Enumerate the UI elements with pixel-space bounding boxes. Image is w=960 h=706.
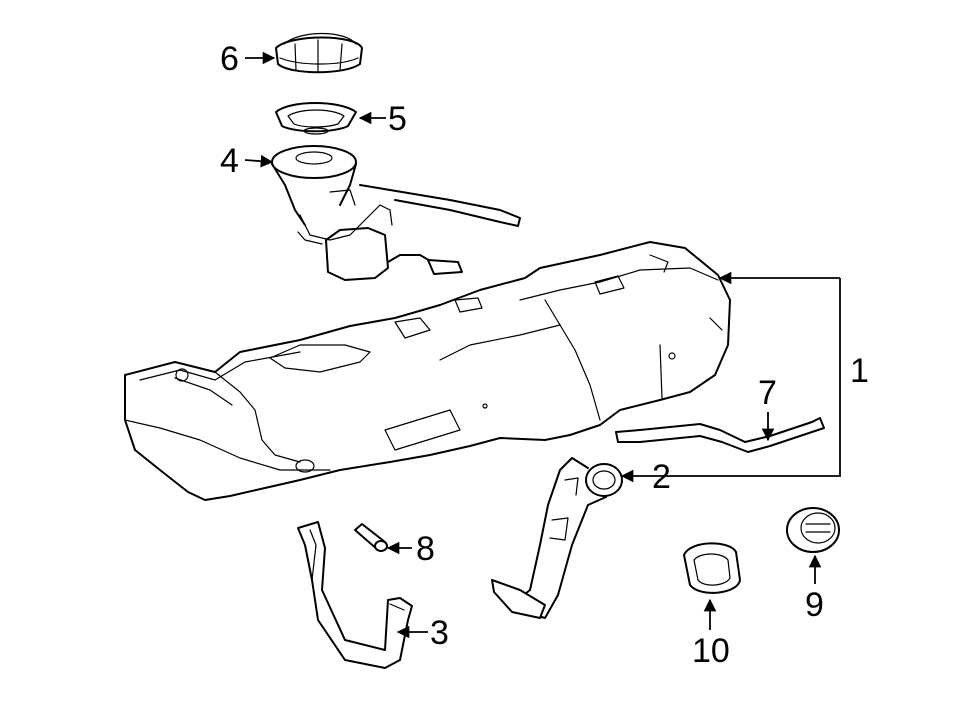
callout-labels: 1 2 3 4 5 6 7 8 9 10: [220, 40, 869, 670]
callout-4: 4: [220, 142, 239, 180]
callout-1: 1: [850, 352, 869, 390]
lock-ring: [275, 32, 363, 74]
filler-grommet: [683, 542, 741, 594]
fuel-tank: [124, 241, 731, 501]
callout-5: 5: [388, 100, 407, 138]
hose-connector: [354, 523, 388, 552]
callout-2: 2: [652, 458, 671, 496]
fuel-pump-module: [271, 145, 521, 281]
callout-6: 6: [220, 40, 239, 78]
callout-3: 3: [430, 614, 449, 652]
callout-8: 8: [416, 530, 435, 568]
fuel-cap: [786, 507, 840, 553]
tank-strap: [297, 521, 413, 669]
callout-9: 9: [805, 586, 824, 624]
filler-pipe: [491, 457, 623, 619]
callout-10: 10: [692, 632, 730, 670]
leader-lines: [244, 51, 841, 639]
vent-tube: [615, 417, 825, 453]
seal-ring: [275, 102, 357, 135]
callout-7: 7: [758, 374, 777, 412]
